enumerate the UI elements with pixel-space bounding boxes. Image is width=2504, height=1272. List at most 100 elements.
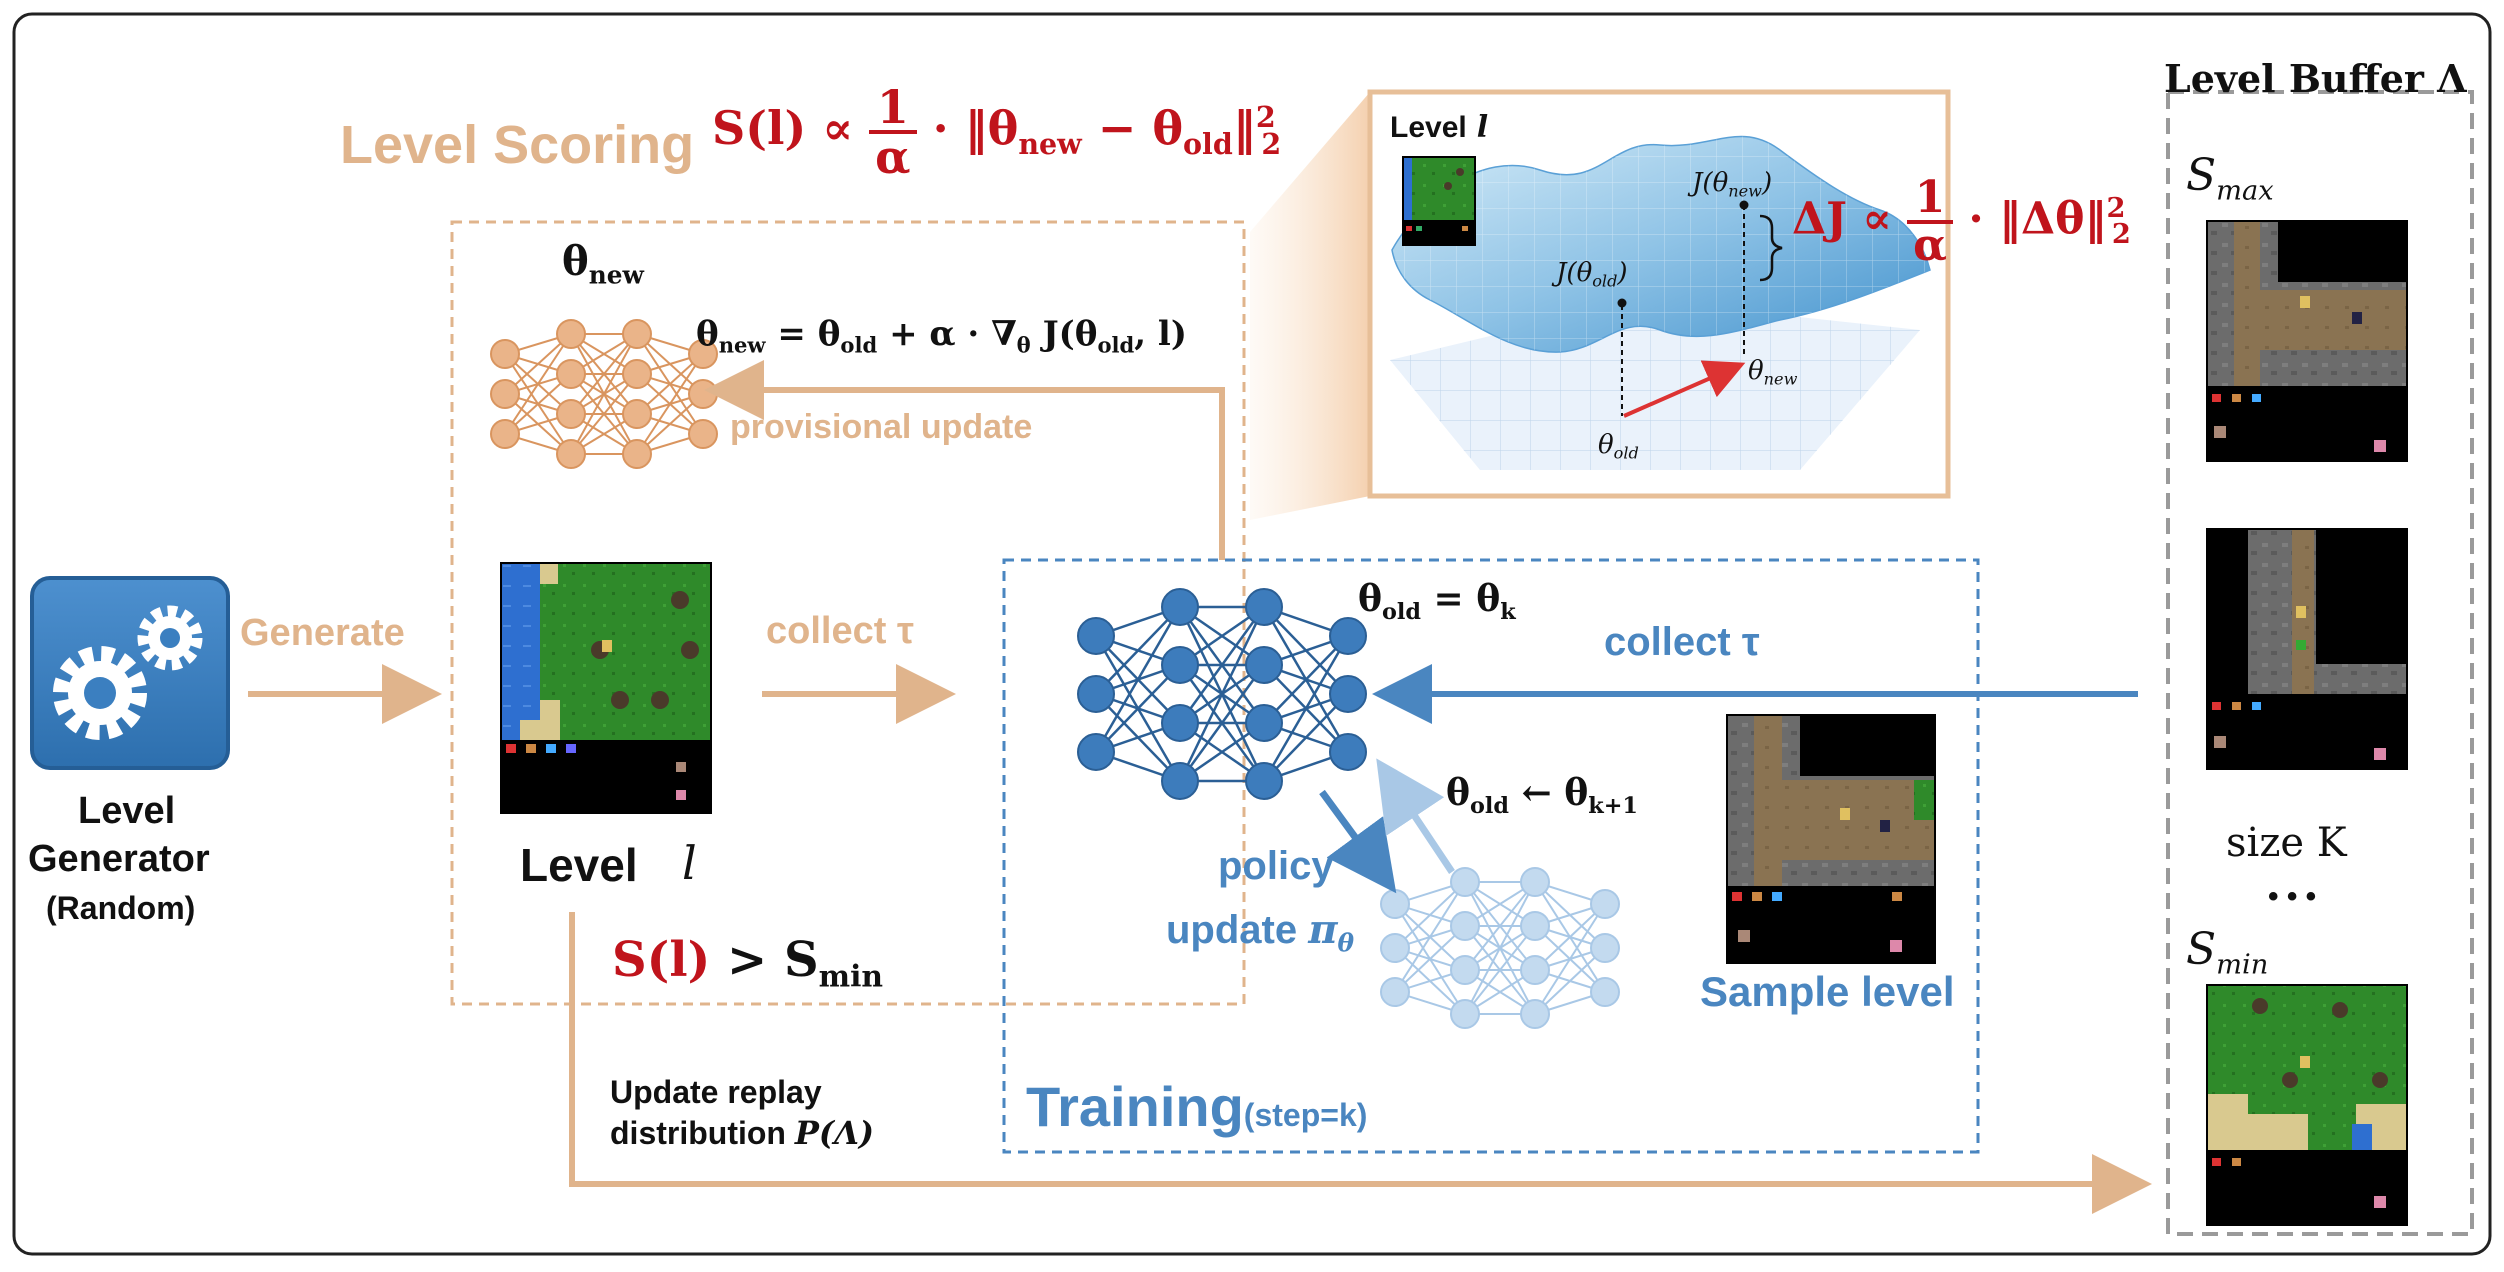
network-node	[1161, 704, 1199, 742]
level-label: Level	[520, 839, 638, 891]
update-replay-arrow	[569, 912, 2152, 1214]
inset-j-old: J(θold)	[1556, 258, 1628, 291]
collect-tau-label-tan: collect τ	[766, 610, 914, 652]
network-edge	[1094, 606, 1182, 753]
buffer-level-smax	[2206, 220, 2408, 462]
network-node	[1520, 911, 1550, 941]
network-edge	[570, 373, 638, 455]
score-condition: S(l) > Smin	[612, 932, 884, 995]
network-node	[1590, 933, 1620, 963]
network-node	[622, 439, 652, 469]
update-replay-label-2: distribution P(Λ)	[610, 1114, 875, 1152]
buffer-size: size K	[2226, 820, 2347, 866]
provisional-update-arrow	[704, 360, 1225, 560]
theta-old-assign: θold ← θk+1	[1446, 772, 1638, 819]
network-node	[622, 399, 652, 429]
network-node	[1077, 733, 1115, 771]
theta-old-eq: θold = θk	[1358, 578, 1516, 625]
network-edge	[1095, 606, 1181, 695]
network-node	[1077, 675, 1115, 713]
network-node	[556, 319, 586, 349]
network-theta-old	[1077, 588, 1367, 800]
buffer-dots: • • •	[2268, 880, 2317, 913]
network-edge	[1178, 606, 1266, 724]
network-edge	[1534, 903, 1606, 1015]
update-replay-label-1: Update replay	[610, 1074, 822, 1110]
network-node	[1380, 889, 1410, 919]
network-node	[556, 439, 586, 469]
outer-frame	[12, 12, 2492, 1256]
delta-j-brace	[1759, 214, 1783, 282]
network-edge	[1263, 635, 1349, 724]
network-node	[1590, 977, 1620, 1007]
policy-update-arrow	[1319, 789, 1397, 894]
generator-label-3: (Random)	[46, 890, 196, 926]
provisional-update-label: provisional update	[730, 408, 1033, 446]
network-node	[688, 379, 718, 409]
loss-landscape-inset	[1367, 89, 1951, 499]
network-node	[1450, 911, 1480, 941]
network-node	[556, 399, 586, 429]
network-node	[1245, 762, 1283, 800]
level-l-image	[500, 562, 712, 814]
network-edge	[1464, 925, 1536, 1015]
network-edge	[1394, 881, 1466, 949]
network-node	[1380, 933, 1410, 963]
buffer-s-min: Smin	[2186, 924, 2269, 981]
network-node	[1450, 955, 1480, 985]
level-var: l	[682, 836, 697, 890]
gear-icon	[30, 576, 230, 770]
buffer-s-max: Smax	[2186, 150, 2274, 207]
network-node	[1520, 867, 1550, 897]
network-node	[556, 359, 586, 389]
inset-level-thumbnail	[1402, 156, 1476, 246]
provisional-formula: θnew = θold + α · ∇θ J(θold, l)	[696, 314, 1187, 358]
network-node	[1450, 999, 1480, 1029]
network-node	[490, 379, 520, 409]
generate-label: Generate	[240, 612, 405, 654]
network-theta-new	[490, 319, 718, 469]
collect-tau-label-blue: collect τ	[1604, 620, 1760, 664]
network-node	[1329, 733, 1367, 771]
network-node	[1590, 889, 1620, 919]
network-node	[1520, 999, 1550, 1029]
network-node	[1520, 955, 1550, 985]
param-sync-arrow	[1376, 758, 1455, 874]
network-node	[1161, 588, 1199, 626]
network-edge	[636, 353, 704, 455]
network-node	[490, 339, 520, 369]
network-edge	[504, 333, 572, 435]
network-edge	[1394, 925, 1466, 993]
network-node	[1245, 646, 1283, 684]
network-edge	[1534, 947, 1606, 1015]
network-edge	[1464, 881, 1536, 1015]
network-node	[1161, 646, 1199, 684]
network-edge	[1262, 635, 1350, 782]
network-node	[1245, 588, 1283, 626]
j-old-point	[1617, 298, 1627, 308]
network-edge	[1394, 881, 1466, 993]
network-node	[688, 419, 718, 449]
network-node	[490, 419, 520, 449]
policy-update-label-1: policy	[1218, 844, 1334, 888]
network-edge	[570, 333, 638, 415]
buffer-level-2	[2206, 528, 2408, 770]
network-node	[1329, 675, 1367, 713]
buffer-level-smin	[2206, 984, 2408, 1226]
buffer-title: Level Buffer Λ	[2164, 56, 2467, 101]
network-edge	[1095, 664, 1181, 753]
parameter-step-arrow	[1623, 360, 1746, 418]
inset-j-new: J(θnew)	[1692, 168, 1773, 201]
sample-level-label: Sample level	[1700, 968, 1955, 1015]
network-node	[1077, 617, 1115, 655]
network-edge	[1263, 693, 1349, 782]
j-new-point	[1739, 200, 1749, 210]
network-edge	[1464, 881, 1536, 971]
level-buffer-region	[2166, 90, 2474, 1236]
network-node	[1329, 617, 1367, 655]
network-edge	[570, 333, 638, 455]
network-node	[622, 359, 652, 389]
policy-update-label-2: update πθ	[1166, 906, 1355, 958]
